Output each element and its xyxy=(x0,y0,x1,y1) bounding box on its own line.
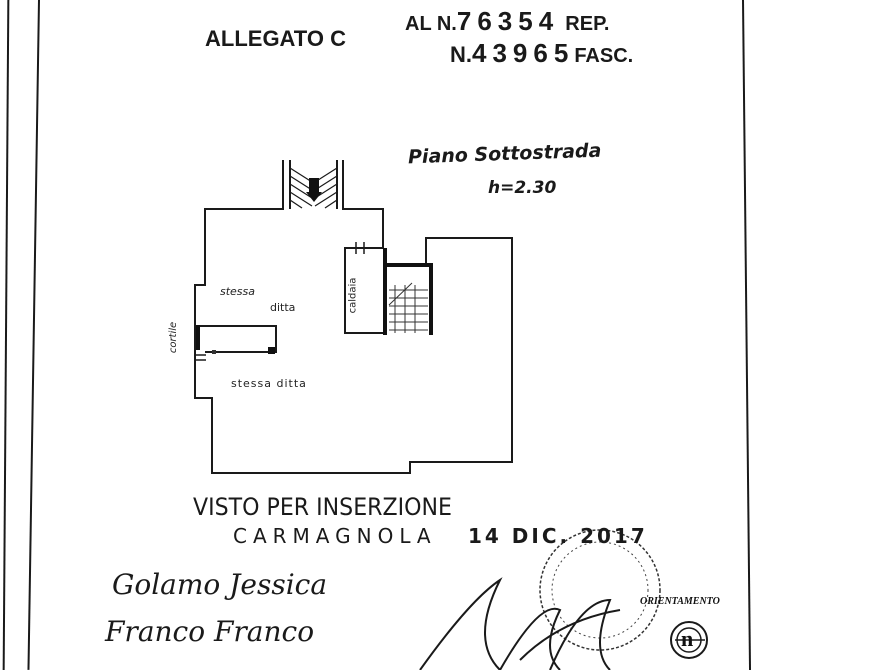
plan-height: h=2.30 xyxy=(488,178,557,198)
rep-number: 76354 xyxy=(456,6,560,36)
north-arrow-icon: n xyxy=(681,626,694,651)
rep-label: REP. xyxy=(565,13,610,35)
signature-2: Franco Franco xyxy=(105,615,315,648)
room-label-stessa-ditta-2: stessa ditta xyxy=(231,377,307,390)
room-label-stessa-ditta-1: stessa xyxy=(220,285,256,298)
room-label-cortile: cortile xyxy=(168,321,180,354)
rep-line: AL N.76354 REP. xyxy=(405,6,609,37)
stamp-visto: VISTO PER INSERZIONE xyxy=(193,493,452,521)
signature-1: Golamo Jessica xyxy=(112,568,328,601)
fasc-number: 43965 xyxy=(472,38,575,68)
fasc-label: FASC. xyxy=(574,45,634,67)
allegato-label: ALLEGATO C xyxy=(205,26,346,51)
stamp-city: CARMAGNOLA xyxy=(233,524,437,548)
stamp-date: 14 DIC. 2017 xyxy=(468,524,648,548)
room-label-caldaia: caldaia xyxy=(347,277,359,314)
rep-prefix: AL N. xyxy=(405,13,457,35)
fasc-prefix: N. xyxy=(450,42,472,67)
fasc-line: N.43965FASC. xyxy=(450,38,633,69)
orientation-label: ORIENTAMENTO xyxy=(640,596,720,607)
room-label-stessa-ditta-1b: ditta xyxy=(270,301,296,314)
